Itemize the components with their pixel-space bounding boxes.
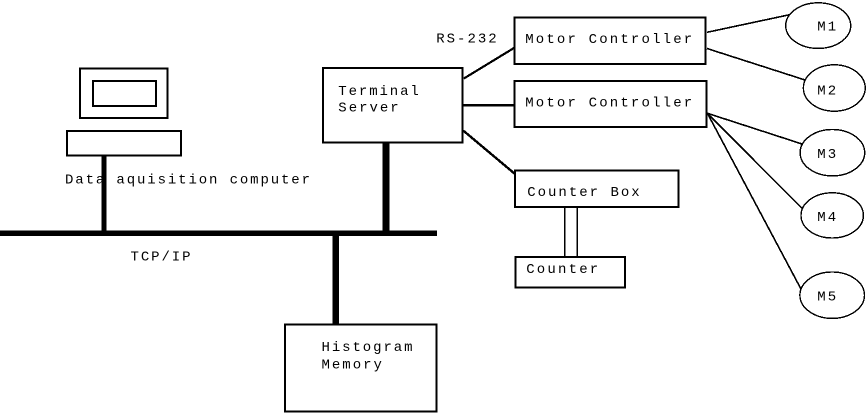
svg-text:Server: Server — [338, 101, 398, 117]
svg-text:TCP/IP: TCP/IP — [131, 250, 191, 266]
svg-text:Counter Box: Counter Box — [527, 185, 640, 201]
svg-text:Histogram: Histogram — [322, 340, 413, 356]
svg-text:Counter: Counter — [526, 262, 598, 278]
svg-text:Terminal: Terminal — [338, 84, 419, 100]
svg-text:Data aquisition computer: Data aquisition computer — [65, 173, 310, 189]
